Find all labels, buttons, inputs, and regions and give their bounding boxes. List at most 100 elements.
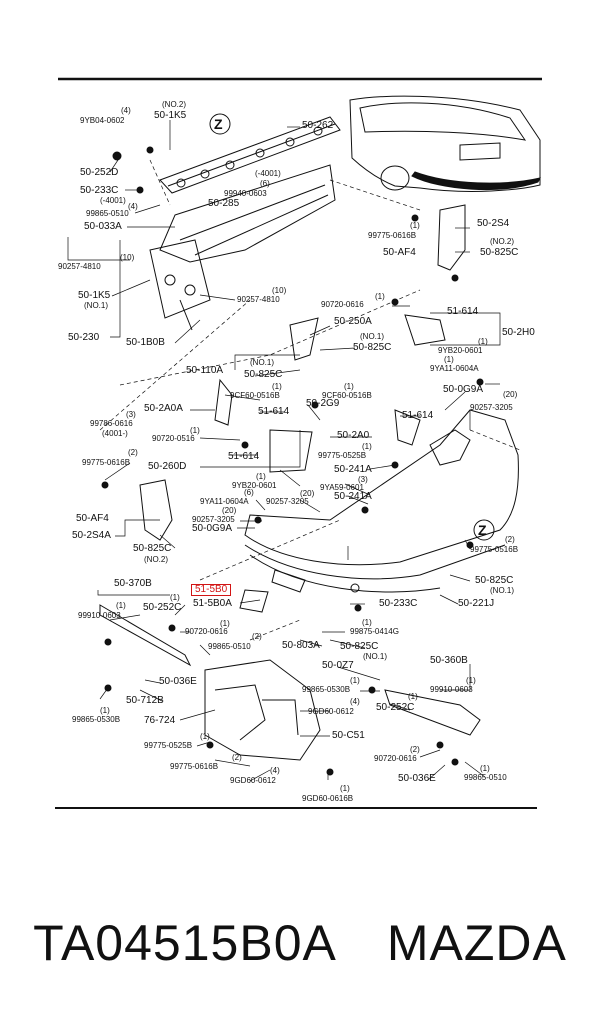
label-50-252c-right: 50-252C <box>376 702 415 713</box>
label-99910-a-qty: (1) <box>116 601 126 610</box>
label-90720-0616-bot-qty: (2) <box>410 745 420 754</box>
label-99865-0530b-a: 99865-0530B <box>302 685 351 694</box>
label-9gd60-0616b: 9GD60-0616B <box>302 794 354 803</box>
label-50-825c-right: 50-825C <box>475 575 514 586</box>
label-99775-0616b-left-qty: (2) <box>128 448 138 457</box>
label-9cf60-a: 9CF60-0516B <box>230 391 280 400</box>
label-50-252d: 50-252D <box>80 167 119 178</box>
dashed-guides <box>99 159 521 641</box>
label-99775-0516b-qty: (2) <box>505 535 515 544</box>
label-50-2a0a: 50-2A0A <box>144 403 183 414</box>
label-9ya11-mid: 9YA11-0604A <box>200 497 249 506</box>
label-90257-3205-left-qty: (20) <box>222 506 237 515</box>
label-50-241a-b: 50-241A <box>334 491 372 502</box>
label-99865-0510a: 99865-0510 <box>86 209 129 218</box>
label-99910-b-qty: (1) <box>466 676 476 685</box>
label-50-825c-lower: 50-825C <box>133 543 172 554</box>
label-9gd60-0612a: 9GD60-0612 <box>308 707 354 716</box>
label-50-241a-a: 50-241A <box>334 464 372 475</box>
label-90720-0616-top: 90720-0616 <box>321 300 364 309</box>
label-90257-4810b-qty: (10) <box>272 286 287 295</box>
label-90257-4810a-qty: (10) <box>120 253 135 262</box>
label-51-614-r2: 51-614 <box>402 410 434 421</box>
label-50-c51: 50-C51 <box>332 730 365 741</box>
z-top-label: Z <box>214 116 223 132</box>
label-99910-a: 99910-0603 <box>78 611 121 620</box>
label-9yb20-a-qty: (1) <box>478 337 488 346</box>
label-76-724: 76-724 <box>144 715 176 726</box>
label-50-2s4a: 50-2S4A <box>72 530 111 541</box>
label-50-233c: 50-233C <box>80 185 119 196</box>
label-9gd60-0612a-qty: (4) <box>350 697 360 706</box>
label-50-af4-top: 50-AF4 <box>383 247 416 258</box>
label-50-2a0: 50-2A0 <box>337 430 370 441</box>
label-50-252c-left: 50-252C <box>143 602 182 613</box>
label-50-036e-left: 50-036E <box>159 676 197 687</box>
label-99786-note: (4001-) <box>102 429 128 438</box>
label-9cf60-a-qty: (1) <box>272 382 282 391</box>
label-50-af4-left: 50-AF4 <box>76 513 109 524</box>
label-90720-0516-qty: (1) <box>190 426 200 435</box>
label-99775-0525b-a: 99775-0525B <box>318 451 367 460</box>
label-50-0z7: 50-0Z7 <box>322 660 354 671</box>
label-90720-0516: 90720-0516 <box>152 434 195 443</box>
label-90720-0616-mid-qty: (1) <box>220 619 230 628</box>
label-50-1k5-mid: 50-1K5 <box>78 290 111 301</box>
label-50-260d: 50-260D <box>148 461 187 472</box>
label-99865-0510b: 99865-0510 <box>208 642 251 651</box>
label-99865-0530b-b: 99865-0530B <box>72 715 121 724</box>
label-50-1k5-mid-note: (NO.1) <box>84 301 108 310</box>
part-number: TA04515B0A <box>33 915 337 971</box>
label-50-233c-lower: 50-233C <box>379 598 418 609</box>
label-99775-0516b: 99775-0516B <box>470 545 519 554</box>
label-9gd60-0612b-qty: (4) <box>270 766 280 775</box>
label-99875: 99875-0414G <box>350 627 399 636</box>
label-50-233c-note: (-4001) <box>100 196 126 205</box>
label-50-250a-note: (NO.1) <box>360 332 384 341</box>
label-9yb04-qty: (4) <box>121 106 131 115</box>
label-90257-4810b: 90257-4810 <box>237 295 280 304</box>
label-90257-3205-right-qty: (20) <box>503 390 518 399</box>
label-50-230: 50-230 <box>68 332 100 343</box>
label-9ya11-top: 9YA11-0604A <box>430 364 479 373</box>
label-9ya11-mid-qty: (6) <box>244 488 254 497</box>
label-51-5b0a: 51-5B0A <box>193 598 232 609</box>
label-50-360b: 50-360B <box>430 655 468 666</box>
label-9cf60-b: 9CF60-0516B <box>322 391 372 400</box>
label-99775-0616b-bot: 99775-0616B <box>170 762 219 771</box>
side-brackets <box>99 204 481 736</box>
label-99775-0525b-b: 99775-0525B <box>144 741 193 750</box>
label-51-5b0[interactable]: 51-5B0 <box>191 584 232 596</box>
label-50-2s4-top: 50-2S4 <box>477 218 510 229</box>
label-99865-0510c-qty: (1) <box>480 764 490 773</box>
label-50-825c-top: 50-825C <box>480 247 519 258</box>
label-50-2h0: 50-2H0 <box>502 327 535 338</box>
label-50-0g9a-mid: 50-0G9A <box>192 523 233 534</box>
label-50-2g9: 50-2G9 <box>306 398 340 409</box>
label-99775-0616b-top: 99775-0616B <box>368 231 417 240</box>
label-9yb20-b-qty: (1) <box>256 472 266 481</box>
label-99865-0530b-a-qty: (1) <box>350 676 360 685</box>
label-99775-0616b-bot-qty: (2) <box>232 753 242 762</box>
label-90257-3205-mid-qty: (20) <box>300 489 315 498</box>
label-90720-0616-bot: 90720-0616 <box>374 754 417 763</box>
label-99865-0530b-b-qty: (1) <box>100 706 110 715</box>
label-51-614-right: 51-614 <box>447 306 479 317</box>
label-51-614-mid: 51-614 <box>258 406 290 417</box>
label-50-110a: 50-110A <box>186 365 224 376</box>
label-51-614-left: 51-614 <box>228 451 260 462</box>
label-99875-qty: (1) <box>362 618 372 627</box>
label-90257-3205-right: 90257-3205 <box>470 403 513 412</box>
label-9ya11-top-qty: (1) <box>444 355 454 364</box>
splash-shield <box>204 659 321 761</box>
label-9ya59-qty: (3) <box>358 475 368 484</box>
label-99775-0525b-b-qty: (1) <box>200 732 210 741</box>
label-50-825c-left: 50-825C <box>244 369 283 380</box>
label-50-825c-left-note: (NO.1) <box>250 358 274 367</box>
label-99940: 99940-0603 <box>224 189 267 198</box>
label-99865-0510c: 99865-0510 <box>464 773 507 782</box>
label-50-221j: 50-221J <box>458 598 495 609</box>
label-90720-0616-top-qty: (1) <box>375 292 385 301</box>
